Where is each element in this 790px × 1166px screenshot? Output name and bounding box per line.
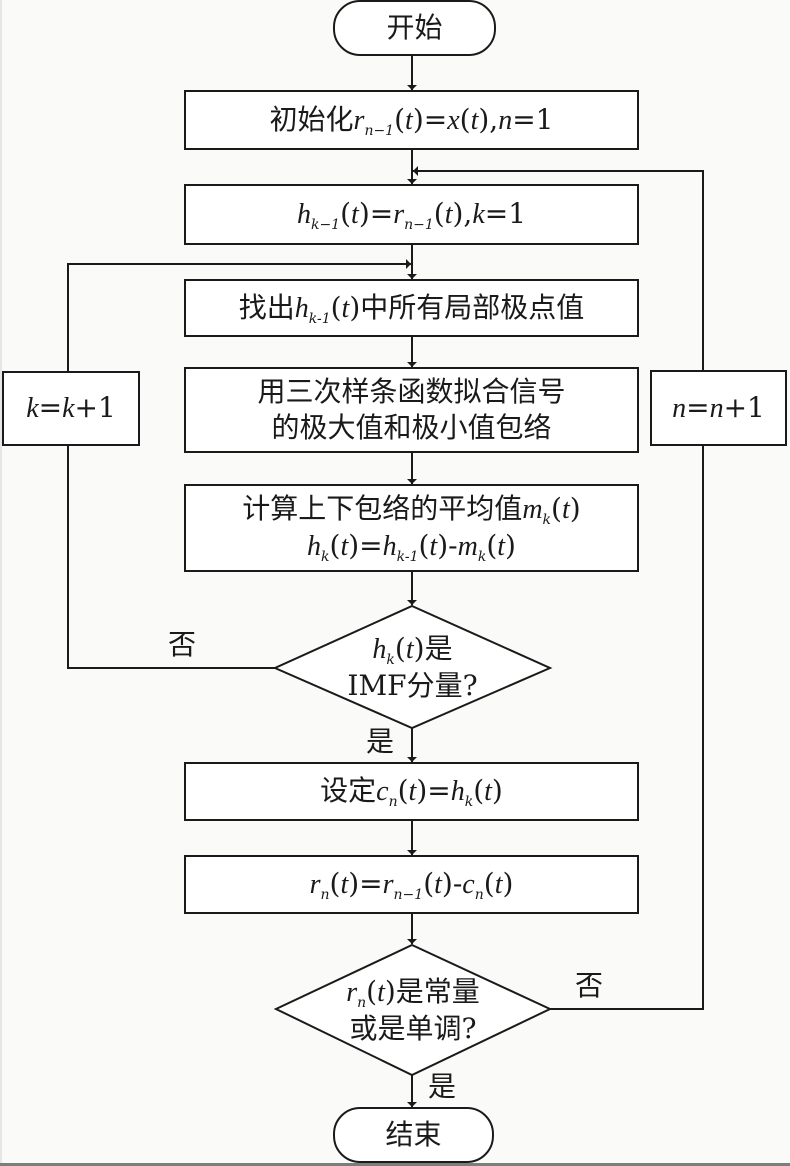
edge-mono-no-ninc — [550, 445, 704, 1010]
is-monotonic-line2: 或是单调? — [349, 1011, 477, 1045]
spline-box-shape — [184, 367, 639, 453]
mono-no-label: 否 — [575, 969, 604, 1002]
edge-ninc-seth — [413, 166, 704, 371]
start-terminal-shape — [333, 0, 496, 56]
is-imf-decision: hk(t)是 IMF分量? — [275, 606, 550, 728]
start-terminal: 开始 — [334, 1, 495, 55]
init-label: 初始化rn−1(t)=x(t),n=1 — [269, 102, 554, 139]
spline-box: 用三次样条函数拟合信号 的极大值和极小值包络 — [185, 368, 638, 452]
mean-line2: hk(t)=hk-1(t)-mk(t) — [307, 529, 516, 565]
k-inc-box: k=k+1 — [3, 372, 139, 445]
is-imf-suffix: 是 — [424, 631, 453, 665]
spline-line2: 的极大值和极小值包络 — [271, 411, 552, 444]
mean-prefix: 计算上下包络的平均值 — [242, 492, 523, 525]
is-monotonic-suffix: 是常量 — [395, 974, 480, 1008]
edge-imf-no-kinc — [67, 445, 275, 669]
set-h-label: hk−1(t)=rn−1(t),k=1 — [296, 197, 527, 233]
is-monotonic-line1: rn(t)是常量 — [346, 974, 480, 1011]
imf-no-label: 否 — [168, 628, 197, 661]
set-h-box-shape — [184, 184, 639, 245]
mean-box: 计算上下包络的平均值mk(t) hk(t)=hk-1(t)-mk(t) — [185, 485, 638, 571]
mono-yes-label: 是 — [428, 1070, 457, 1103]
init-text: 初始化 — [269, 102, 354, 136]
k-inc-label: k=k+1 — [26, 391, 116, 424]
is-imf-line2: IMF分量? — [347, 668, 478, 702]
set-c-prefix: 设定 — [320, 774, 377, 807]
mean-box-shape — [184, 484, 639, 572]
end-terminal-shape — [333, 1107, 494, 1163]
residual-box: rn(t)=rn−1(t)-cn(t) — [185, 856, 638, 913]
start-label: 开始 — [386, 11, 443, 44]
edge-kinc-find — [67, 259, 411, 372]
find-extrema-box: 找出hk-1(t)中所有局部极点值 — [185, 280, 638, 336]
find-extrema-box-shape — [184, 279, 639, 337]
left-edge — [0, 0, 2, 1166]
n-inc-label: n=n+1 — [672, 390, 765, 424]
k-inc-box-shape — [2, 371, 140, 446]
set-h-box: hk−1(t)=rn−1(t),k=1 — [185, 185, 638, 244]
init-box-shape — [184, 90, 639, 150]
init-box: 初始化rn−1(t)=x(t),n=1 — [185, 91, 638, 149]
find-suffix: 中所有局部极点值 — [360, 290, 585, 324]
mean-line1: 计算上下包络的平均值mk(t) — [242, 492, 581, 528]
set-c-box-shape — [184, 762, 639, 821]
is-monotonic-decision: rn(t)是常量 或是单调? — [276, 945, 550, 1075]
end-terminal: 结束 — [334, 1108, 493, 1162]
bottom-strip — [0, 1163, 790, 1166]
spline-line1: 用三次样条函数拟合信号 — [257, 375, 566, 408]
find-prefix: 找出 — [238, 290, 295, 324]
residual-label: rn(t)=rn−1(t)-cn(t) — [309, 867, 514, 903]
n-inc-box-shape — [650, 370, 787, 446]
is-imf-line1: hk(t)是 — [372, 631, 453, 668]
end-label: 结束 — [385, 1118, 442, 1151]
imf-yes-label: 是 — [366, 725, 395, 758]
find-extrema-label: 找出hk-1(t)中所有局部极点值 — [238, 290, 585, 327]
n-inc-box: n=n+1 — [651, 371, 786, 445]
set-c-box: 设定cn(t)=hk(t) — [185, 763, 638, 820]
set-c-label: 设定cn(t)=hk(t) — [320, 774, 503, 810]
